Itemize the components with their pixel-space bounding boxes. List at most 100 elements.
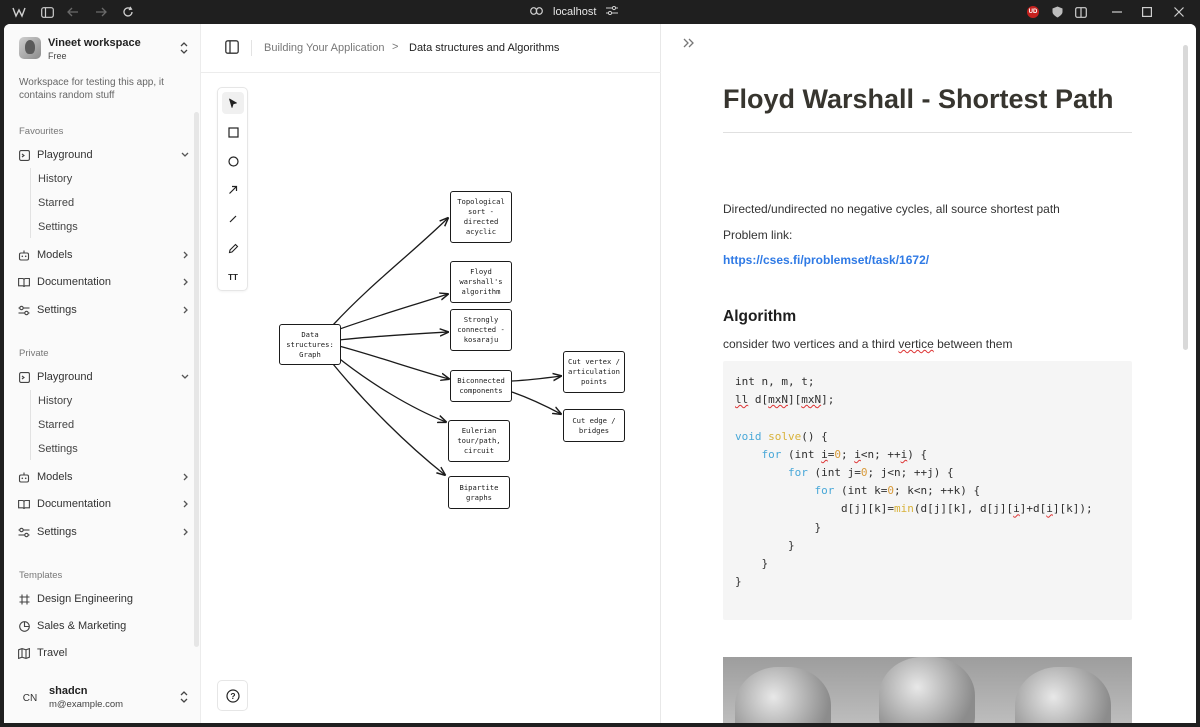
submenu-item-settings[interactable]: Settings — [38, 443, 78, 455]
user-menu[interactable]: CN shadcn m@example.com — [19, 682, 189, 712]
sidebar-item-settings[interactable]: Settings — [18, 522, 190, 542]
diagram-node-cut-vertex[interactable]: Cut vertex / articulation points — [563, 351, 625, 393]
sidebar-item-playground[interactable]: Playground — [18, 145, 190, 165]
sidebar-item-label: Playground — [37, 371, 93, 383]
sliders-icon — [18, 526, 30, 538]
sidebar-item-sales-marketing[interactable]: Sales & Marketing — [18, 616, 190, 636]
diagram-node-topological-sort[interactable]: Topological sort - directed acyclic — [450, 191, 512, 243]
submenu-item-history[interactable]: History — [38, 173, 73, 185]
edge-biconnected-cutvertex — [511, 376, 561, 382]
edge-graph-bipartite — [332, 363, 445, 475]
divider — [251, 40, 252, 56]
sidebar-item-models[interactable]: Models — [18, 245, 190, 265]
chevrons-up-down-icon — [179, 690, 189, 704]
circle-icon — [227, 155, 239, 167]
code-block: int n, m, t; ll d[mxN][mxN]; void solve(… — [723, 361, 1132, 620]
submenu-item-starred[interactable]: Starred — [38, 419, 75, 431]
diagram-node-graph[interactable]: Data structures: Graph — [279, 324, 341, 365]
chevron-down-icon — [180, 149, 190, 161]
help-button[interactable]: ? — [217, 680, 248, 711]
submenu-item-settings[interactable]: Settings — [38, 221, 78, 233]
extension-badge[interactable]: UD — [1027, 6, 1039, 18]
sidebar-item-documentation[interactable]: Documentation — [18, 494, 190, 514]
sidebar-item-documentation[interactable]: Documentation — [18, 272, 190, 292]
user-name: shadcn — [49, 685, 88, 697]
diagram-node-bipartite[interactable]: Bipartite graphs — [448, 476, 510, 509]
chevron-right-icon — [180, 304, 190, 316]
submenu-item-starred[interactable]: Starred — [38, 197, 75, 209]
frame-icon — [18, 593, 30, 605]
sidebar-item-label: Travel — [37, 647, 68, 659]
bot-icon — [18, 471, 30, 483]
back-icon[interactable] — [66, 5, 80, 19]
algorithm-text: consider two vertices and a third vertic… — [723, 337, 1013, 351]
sidebar-item-label: Design Engineering — [37, 593, 134, 605]
help-circle-icon: ? — [225, 688, 240, 703]
section-label-private: Private — [19, 348, 49, 359]
workspace-description: Workspace for testing this app, it conta… — [19, 77, 164, 101]
edge-graph-eulerian — [335, 355, 446, 422]
rectangle-tool[interactable] — [222, 121, 244, 143]
edge-biconnected-cutedge — [511, 391, 561, 414]
chevron-down-icon — [180, 371, 190, 383]
map-icon — [18, 647, 30, 659]
sidebar-item-design-engineering[interactable]: Design Engineering — [18, 589, 190, 609]
edge-graph-biconnected — [338, 345, 449, 379]
sidebar-item-settings[interactable]: Settings — [18, 300, 190, 320]
shield-extension-icon[interactable] — [1050, 5, 1064, 19]
diagram-node-biconnected[interactable]: Biconnected components — [450, 370, 512, 402]
select-tool[interactable] — [222, 92, 244, 114]
submenu-item-history[interactable]: History — [38, 395, 73, 407]
sidebar-item-label: Playground — [37, 149, 93, 161]
close-window-icon[interactable] — [1172, 5, 1186, 19]
problem-link[interactable]: https://cses.fi/problemset/task/1672/ — [723, 253, 930, 267]
diagram-edges — [332, 24, 661, 723]
edge-graph-floyd — [336, 294, 448, 331]
split-view-icon[interactable] — [1074, 5, 1088, 19]
site-settings-icon[interactable] — [606, 5, 619, 18]
breadcrumb-item[interactable]: Building Your Application — [264, 42, 385, 54]
diagram-node-floyd-warshall[interactable]: Floyd warshall's algorithm — [450, 261, 512, 303]
svg-text:?: ? — [230, 691, 235, 701]
whiteboard-pane: Building Your Application > Data structu… — [201, 24, 661, 723]
chevrons-up-down-icon — [179, 41, 189, 55]
sidebar-item-playground[interactable]: Playground — [18, 367, 190, 387]
text-tool[interactable]: TT — [222, 266, 244, 288]
sidebar-item-travel[interactable]: Travel — [18, 643, 190, 663]
sidebar-item-models[interactable]: Models — [18, 467, 190, 487]
chevron-right-icon — [180, 471, 190, 483]
title-divider — [723, 132, 1132, 133]
diagram-node-strongly-connected[interactable]: Strongly connected - kosaraju — [450, 309, 512, 351]
panel-left-icon[interactable] — [225, 40, 239, 54]
sidebar-item-label: Sales & Marketing — [37, 620, 127, 632]
edge-graph-scc — [338, 332, 448, 341]
workspace-switcher[interactable]: Vineet workspace Free — [19, 37, 189, 63]
document-scrollbar[interactable] — [1183, 45, 1188, 350]
pencil-icon — [228, 243, 238, 253]
page-title: Floyd Warshall - Shortest Path — [723, 84, 1114, 114]
forward-icon[interactable] — [94, 5, 108, 19]
maximize-icon[interactable] — [1140, 5, 1154, 19]
chevron-right-icon — [180, 526, 190, 538]
sidebar-scrollbar[interactable] — [194, 112, 199, 647]
pie-chart-icon — [18, 620, 30, 632]
playground-icon — [18, 371, 30, 383]
sidebar-item-label: Documentation — [37, 498, 111, 510]
ellipse-tool[interactable] — [222, 150, 244, 172]
sculpture-head — [735, 667, 831, 723]
address-bar[interactable]: localhost — [530, 4, 680, 20]
sliders-icon — [18, 304, 30, 316]
chevrons-right-icon[interactable] — [682, 36, 696, 48]
diagram-node-cut-edge[interactable]: Cut edge / bridges — [563, 409, 625, 442]
arrow-tool[interactable] — [222, 179, 244, 201]
diagram-node-eulerian[interactable]: Eulerian tour/path, circuit — [448, 420, 510, 462]
breadcrumb-separator: > — [392, 41, 399, 53]
line-tool[interactable] — [222, 208, 244, 230]
section-heading-algorithm: Algorithm — [723, 308, 797, 325]
submenu-line — [30, 390, 31, 460]
minimize-icon[interactable] — [1110, 5, 1124, 19]
pencil-tool[interactable] — [222, 237, 244, 259]
sidebar-toggle-icon[interactable] — [40, 5, 54, 19]
browser-titlebar: localhost UD — [0, 0, 1200, 24]
reload-icon[interactable] — [121, 5, 135, 19]
